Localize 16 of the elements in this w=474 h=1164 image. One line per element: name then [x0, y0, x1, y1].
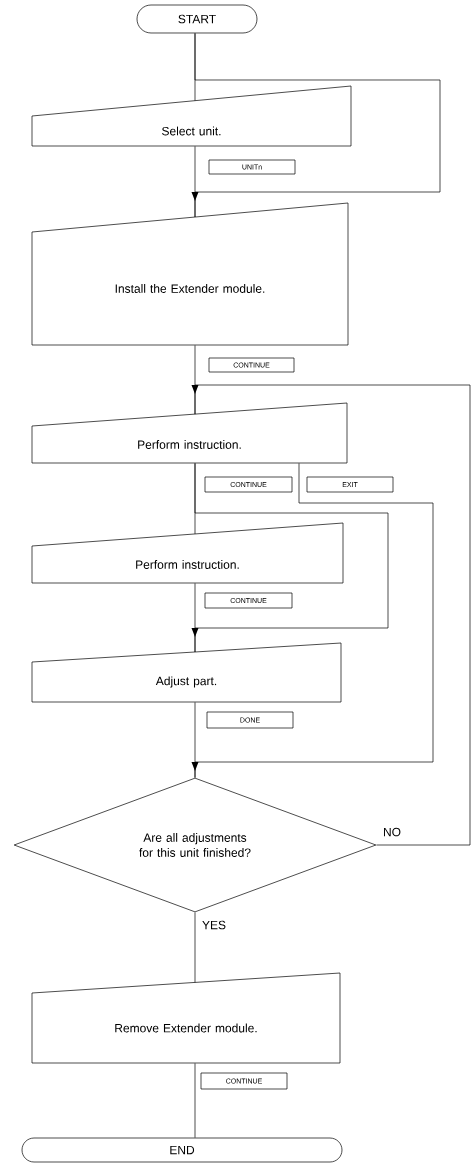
terminal-box: START: [136, 4, 258, 34]
edge-label: NO: [382, 826, 402, 838]
connector-line: [194, 146, 196, 218]
terminal-box: END: [21, 1137, 343, 1163]
connector-line: [194, 583, 196, 653]
arrow: [191, 384, 471, 846]
process-box: Select unit.: [31, 85, 352, 147]
edge-label: YES: [201, 919, 227, 931]
process-box: Perform instruction.: [31, 522, 344, 584]
connector-line: [194, 1063, 196, 1138]
process-box: Remove Extender module.: [31, 972, 341, 1064]
process-box: Install the Extender module.: [31, 202, 349, 346]
connector-line: [194, 702, 196, 778]
process-box: Perform instruction.: [31, 402, 348, 464]
connector-line: [194, 912, 196, 983]
process-box: Adjust part.: [31, 642, 342, 703]
